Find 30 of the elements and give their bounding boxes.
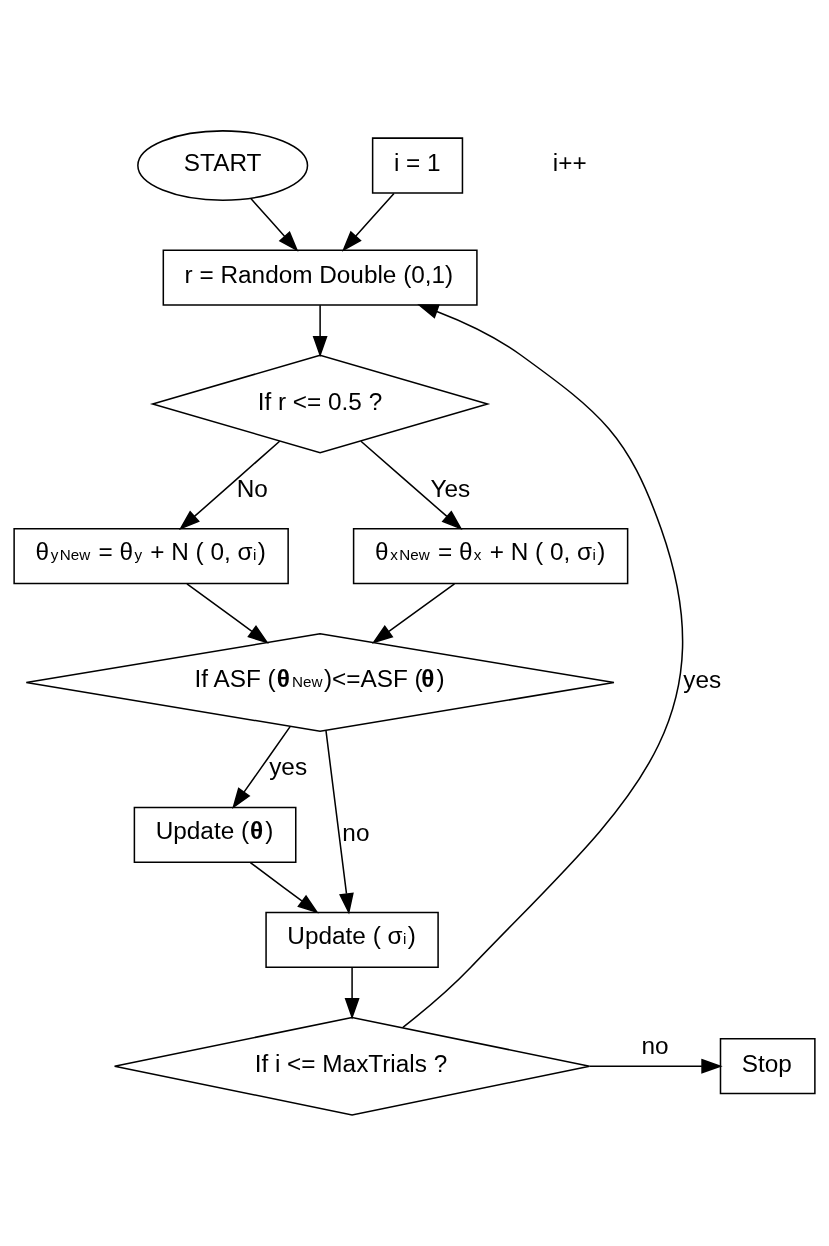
node-box: Update ( σi) (265, 911, 439, 968)
node-ellipse: START (137, 130, 309, 201)
node-diamond: If i <= MaxTrials ? (113, 1016, 591, 1116)
node-box: θyNew = θy + N ( 0, σi) (13, 528, 289, 585)
node-box: i = 1 (371, 137, 464, 194)
node-box: Stop (719, 1038, 816, 1095)
arrow (325, 729, 354, 915)
arrow (249, 861, 319, 914)
node-diamond: If r <= 0.5 ? (149, 354, 491, 454)
node-box: θxNew = θx + N ( 0, σi) (352, 528, 629, 585)
edge-label: yes (269, 753, 308, 781)
arrow (250, 197, 299, 252)
edge-label: no (342, 818, 370, 846)
arrow (341, 192, 395, 252)
arrow (186, 583, 269, 644)
arrow (371, 583, 456, 644)
edge-label: No (236, 474, 268, 502)
edge-label: yes (683, 666, 722, 694)
arrow (360, 440, 463, 531)
arrow (232, 725, 292, 810)
edge-label: Yes (430, 474, 471, 502)
arrow (402, 304, 683, 1029)
arrow (312, 304, 328, 358)
arrow (588, 1058, 723, 1074)
arrow (178, 440, 281, 531)
arrow (344, 966, 360, 1020)
node-box: Update (θ) (133, 806, 297, 863)
label: i++ (552, 149, 587, 177)
edge-label: no (641, 1031, 669, 1059)
node-box: r = Random Double (0,1) (162, 249, 478, 306)
